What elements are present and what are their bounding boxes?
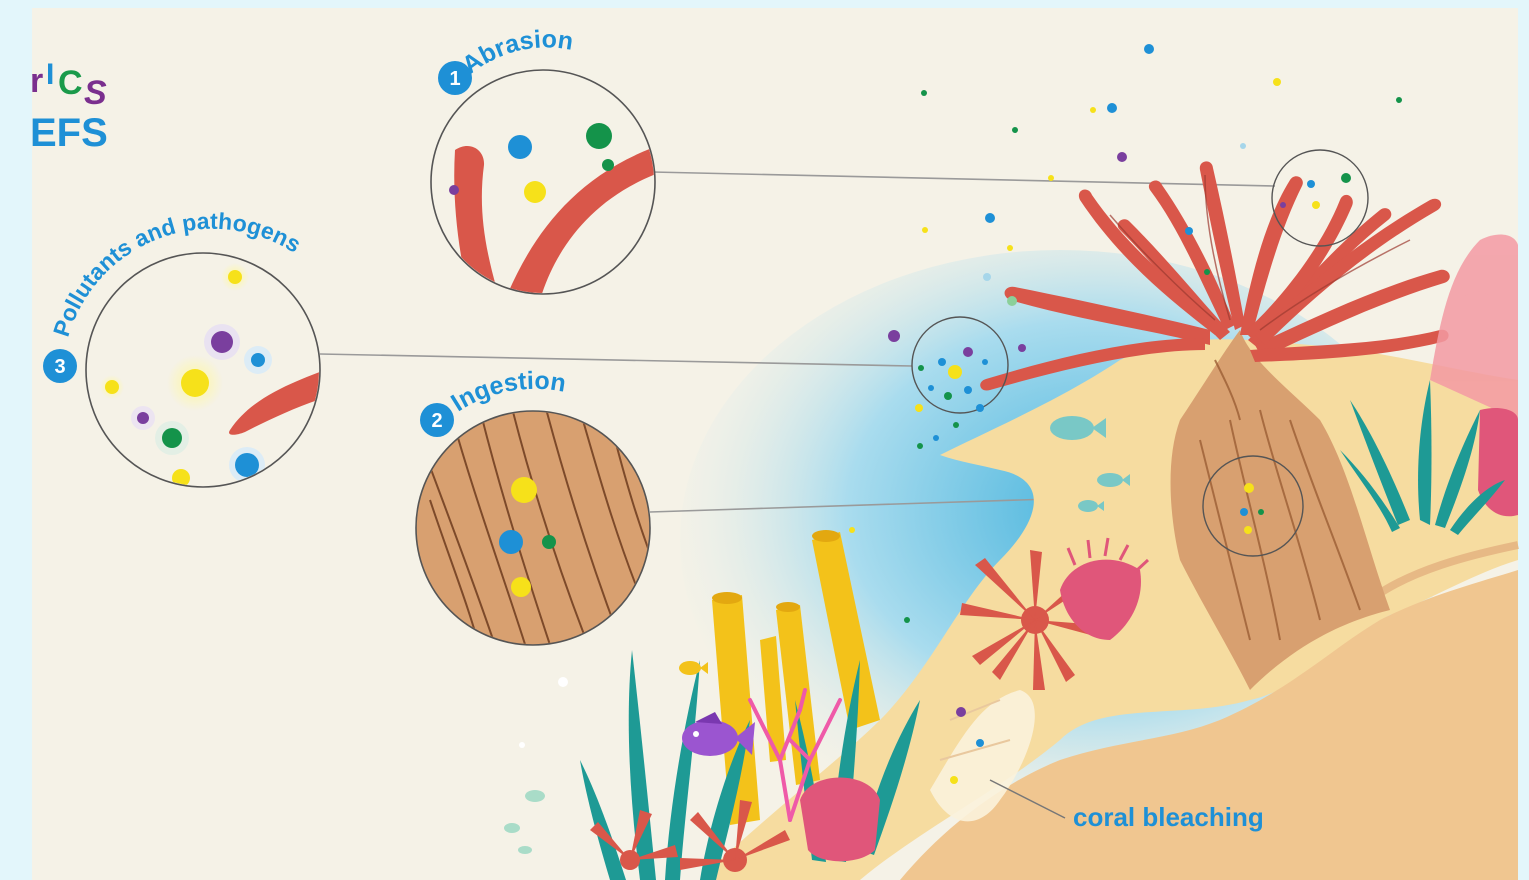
title-letter-4: S <box>84 74 107 112</box>
title-letter-1: r <box>30 62 43 100</box>
coral-bleaching-label: coral bleaching <box>1073 802 1264 832</box>
callout-number-1: 1 <box>449 68 460 90</box>
callout-number-2: 2 <box>431 410 442 432</box>
title-letter-3: C <box>58 64 83 102</box>
title-line-2: EFS <box>30 111 108 155</box>
callout-number-3: 3 <box>54 356 65 378</box>
title-letter-2: I <box>46 58 54 91</box>
pink-sponge-bottom <box>800 778 880 862</box>
